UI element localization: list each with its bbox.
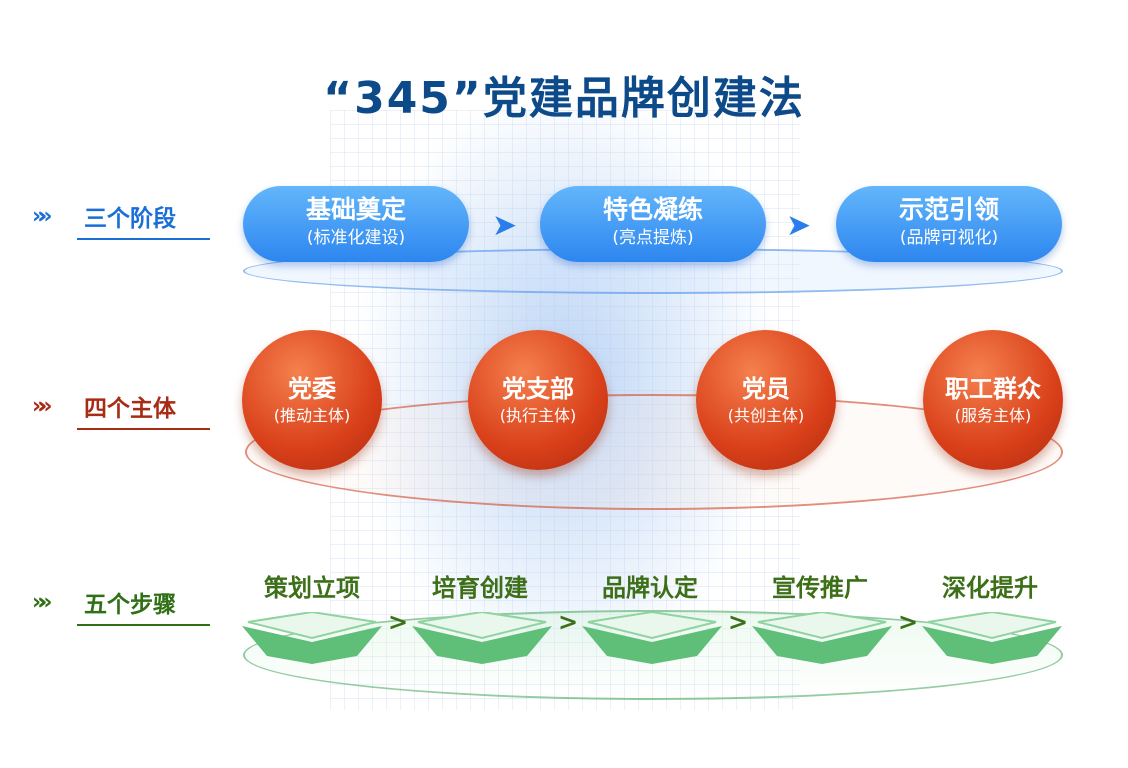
stage-pill: 基础奠定 (标准化建设) <box>243 186 469 262</box>
subject-circle: 党员 (共创主体) <box>696 330 836 470</box>
page-title: “345”党建品牌创建法 <box>323 73 805 124</box>
step-plate <box>582 612 722 664</box>
subject-circle: 党委 (推动主体) <box>242 330 382 470</box>
step-label: 品牌认定 <box>602 574 698 602</box>
step-arrow-icon: > <box>388 608 409 636</box>
subject-title: 职工群众 <box>945 375 1041 403</box>
step-label: 策划立项 <box>264 574 360 602</box>
stage-subtitle: (标准化建设) <box>306 228 406 248</box>
subject-subtitle: (共创主体) <box>727 406 805 425</box>
step-plate <box>752 612 892 664</box>
subject-subtitle: (服务主体) <box>954 406 1032 425</box>
row-label-text: 三个阶段 <box>84 206 176 232</box>
subject-subtitle: (推动主体) <box>273 406 351 425</box>
stage-title: 示范引领 <box>898 195 999 224</box>
stage-subtitle: (亮点提炼) <box>612 228 694 248</box>
subject-title: 党员 <box>742 375 790 403</box>
subject-title: 党委 <box>288 375 336 403</box>
stage-title: 基础奠定 <box>305 195 406 224</box>
subject-title: 党支部 <box>502 375 574 403</box>
stage-pill: 特色凝练 (亮点提炼) <box>540 186 766 262</box>
stage-pill: 示范引领 (品牌可视化) <box>836 186 1062 262</box>
step-label: 培育创建 <box>432 574 528 602</box>
chevron-icon: »» <box>32 203 52 229</box>
chevron-icon: »» <box>32 589 52 615</box>
step-arrow-icon: > <box>558 608 579 636</box>
step-arrow-icon: > <box>728 608 749 636</box>
row-label-subjects: »» 四个主体 <box>32 386 210 430</box>
step-plate <box>412 612 552 664</box>
row-label-text: 五个步骤 <box>84 592 176 618</box>
step-plate <box>242 612 382 664</box>
row-label-steps: »» 五个步骤 <box>32 582 210 626</box>
subject-circle: 党支部 (执行主体) <box>468 330 608 470</box>
subject-subtitle: (执行主体) <box>499 406 577 425</box>
arrow-right-icon: ➤ <box>492 208 518 243</box>
step-plate <box>922 612 1062 664</box>
step-label: 宣传推广 <box>772 574 868 602</box>
row-label-stages: »» 三个阶段 <box>32 196 210 240</box>
step-arrow-icon: > <box>898 608 919 636</box>
step-label: 深化提升 <box>942 574 1038 602</box>
row-label-text: 四个主体 <box>84 396 176 422</box>
chevron-icon: »» <box>32 393 52 419</box>
subject-circle: 职工群众 (服务主体) <box>923 330 1063 470</box>
arrow-right-icon: ➤ <box>786 208 812 243</box>
stage-subtitle: (品牌可视化) <box>899 228 999 248</box>
stage-title: 特色凝练 <box>602 195 703 224</box>
